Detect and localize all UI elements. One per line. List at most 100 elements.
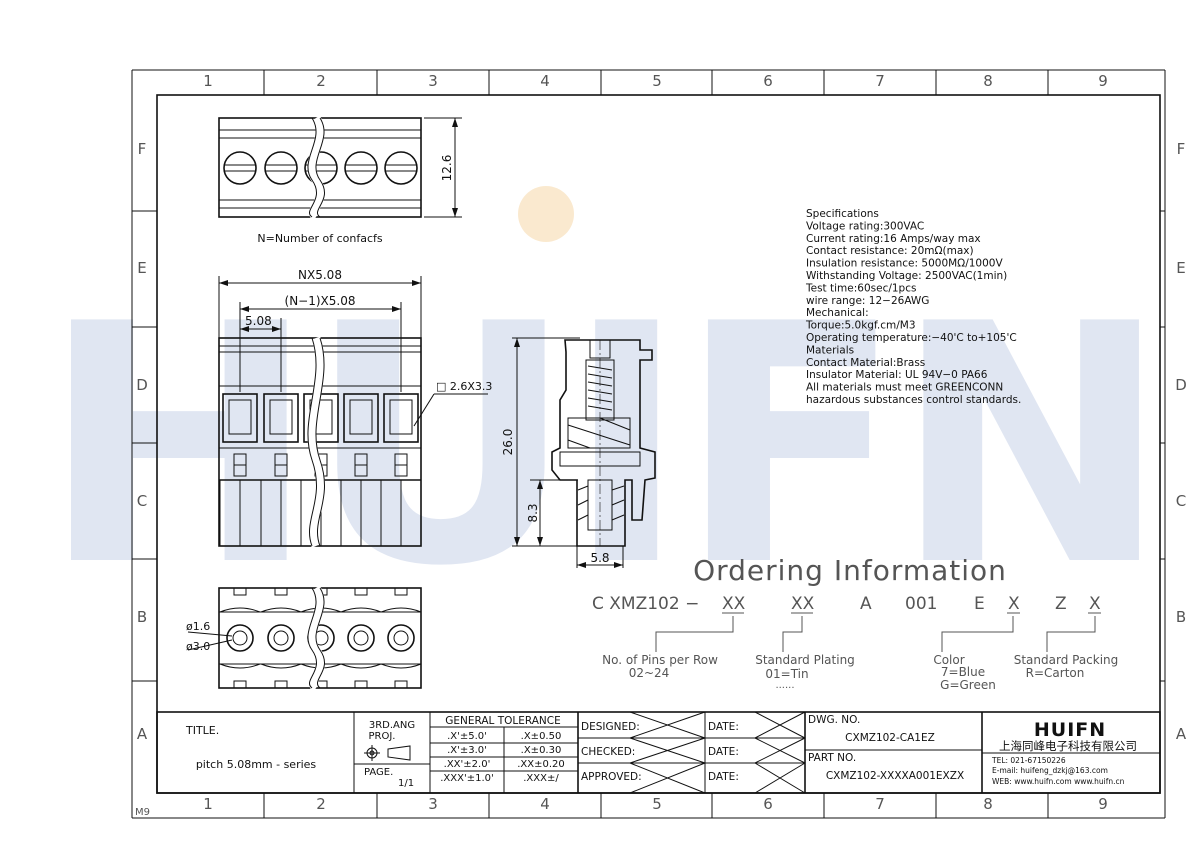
row-marker-right-C: C [1176,492,1186,510]
specifications-heading: Specifications [806,208,879,220]
dim-pitch: 5.08 [245,314,272,328]
specification-line: Contact Material:Brass [806,357,925,369]
column-marker-bottom-2: 2 [316,795,326,813]
column-marker-top-5: 5 [652,72,662,90]
terminal-window [260,393,299,546]
projection-symbol-icon [364,745,411,761]
packing-value: R=Carton [1026,666,1085,680]
color-green: G=Green [940,678,996,692]
date-label-designed: DATE: [708,721,739,733]
approved-label: APPROVED: [581,771,642,783]
column-marker-bottom-7: 7 [875,795,885,813]
column-marker-top-7: 7 [875,72,885,90]
company-web: WEB: www.huifn.com www.huifn.cn [992,777,1125,786]
dim-side-height: 26.0 [501,429,515,456]
column-marker-bottom-9: 9 [1098,795,1108,813]
checked-label: CHECKED: [581,746,635,758]
dim-side-lower: 8.3 [526,503,540,522]
tolerance-table: .X'±5.0'.X±0.50.X'±3.0'.X±0.30.XX'±2.0'.… [440,731,565,784]
specification-line: Current rating:16 Amps/way max [806,233,981,245]
plating-value: 01=Tin [765,667,808,681]
watermark-text: HUIFN [41,254,1160,638]
dim-n1x: (N−1)X5.08 [285,294,356,308]
bottom-hole [260,587,302,689]
dim-height-top: 12.6 [440,155,454,182]
terminal-window [380,393,419,546]
side-view: 26.0 8.3 5.8 [501,337,656,568]
terminal-hole [223,151,257,185]
code-part-001: 001 [905,594,937,614]
dim-side-width: 5.8 [590,551,609,565]
dwg-no-label: DWG. NO. [808,714,860,726]
tolerance-angular: .X'±5.0' [447,731,487,742]
specification-line: Withstanding Voltage: 2500VAC(1min) [806,270,1007,282]
row-marker-right-B: B [1176,608,1186,626]
specification-line: Insulation resistance: 5000MΩ/1000V [806,258,1003,270]
specification-line: Insulator Material: UL 94V−0 PA66 [806,369,988,381]
row-marker-left-C: C [137,492,147,510]
tolerance-angular: .XXX'±1.0' [440,773,494,784]
code-part-plating: XX [791,594,815,614]
tolerance-header: GENERAL TOLERANCE [445,715,561,727]
code-part-color: X [1008,594,1020,614]
projection-line-1: 3RD.ANG [369,720,415,731]
specification-line: Test time:60sec/1pcs [805,282,916,294]
page-label: PAGE. [364,767,393,778]
specification-line: Operating temperature:−40'C to+105'C [806,332,1017,344]
watermark-dot [518,186,574,242]
code-part-z: Z [1055,594,1067,614]
plating-more: ...... [775,680,794,691]
row-marker-left-D: D [136,376,148,394]
color-blue: 7=Blue [941,665,985,679]
tolerance-linear: .X±0.30 [521,745,562,756]
bottom-hole [219,587,261,689]
dim-window: □ 2.6X3.3 [436,380,492,393]
designed-label: DESIGNED: [581,721,640,733]
title-block: TITLE. pitch 5.08mm - series 3RD.ANG PRO… [156,711,1161,794]
pins-label: No. of Pins per Row [602,653,718,667]
column-marker-top-1: 1 [203,72,213,90]
column-marker-top-6: 6 [763,72,773,90]
column-marker-top-3: 3 [428,72,438,90]
row-marker-left-A: A [137,725,148,743]
title-value: pitch 5.08mm - series [196,758,317,771]
column-marker-top-4: 4 [540,72,550,90]
code-part-prefix: C XMZ102 − [592,594,699,614]
ordering-title: Ordering Information [693,554,1007,587]
page-value: 1/1 [398,778,414,789]
dwg-no-value: CXMZ102-CA1EZ [845,732,935,744]
column-marker-bottom-6: 6 [763,795,773,813]
terminal-holes [223,151,418,185]
brand-logo: HUIFN [1034,719,1106,741]
column-marker-top-2: 2 [316,72,326,90]
row-marker-left-E: E [137,259,146,277]
tolerance-linear: .XXX±/ [523,773,559,784]
top-view: 12.6 N=Number of confacfs [218,115,462,245]
tolerance-angular: .XX'±2.0' [444,759,491,770]
code-part-a: A [860,594,872,614]
projection-line-2: PROJ. [369,731,396,742]
watermark: HUIFN [41,186,1169,638]
column-marker-bottom-8: 8 [983,795,993,813]
row-marker-right-F: F [1177,140,1186,158]
specification-line: hazardous substances control standards. [806,394,1021,406]
tolerance-linear: .XX±0.20 [517,759,565,770]
dim-hole-large: ø3.0 [186,640,210,653]
specification-line: wire range: 12−26AWG [806,295,929,307]
row-marker-right-E: E [1176,259,1185,277]
bottom-hole [340,587,382,689]
company-tel: TEL: 021-67150226 [991,756,1066,765]
date-label-checked: DATE: [708,746,739,758]
specification-line: Torque:5.0kgf.cm/M3 [805,320,916,332]
top-view-note: N=Number of confacfs [257,232,383,245]
dim-nx: NX5.08 [298,268,342,282]
part-no-label: PART NO. [808,752,856,764]
title-label: TITLE. [185,724,219,737]
front-view: NX5.08 (N−1)X5.08 5.08 □ 2.6X3.3 [218,268,492,548]
plating-label: Standard Plating [755,653,855,667]
tolerance-linear: .X±0.50 [521,731,562,742]
ordering-information: Ordering Information C XMZ102 − XX XX A … [592,554,1118,692]
